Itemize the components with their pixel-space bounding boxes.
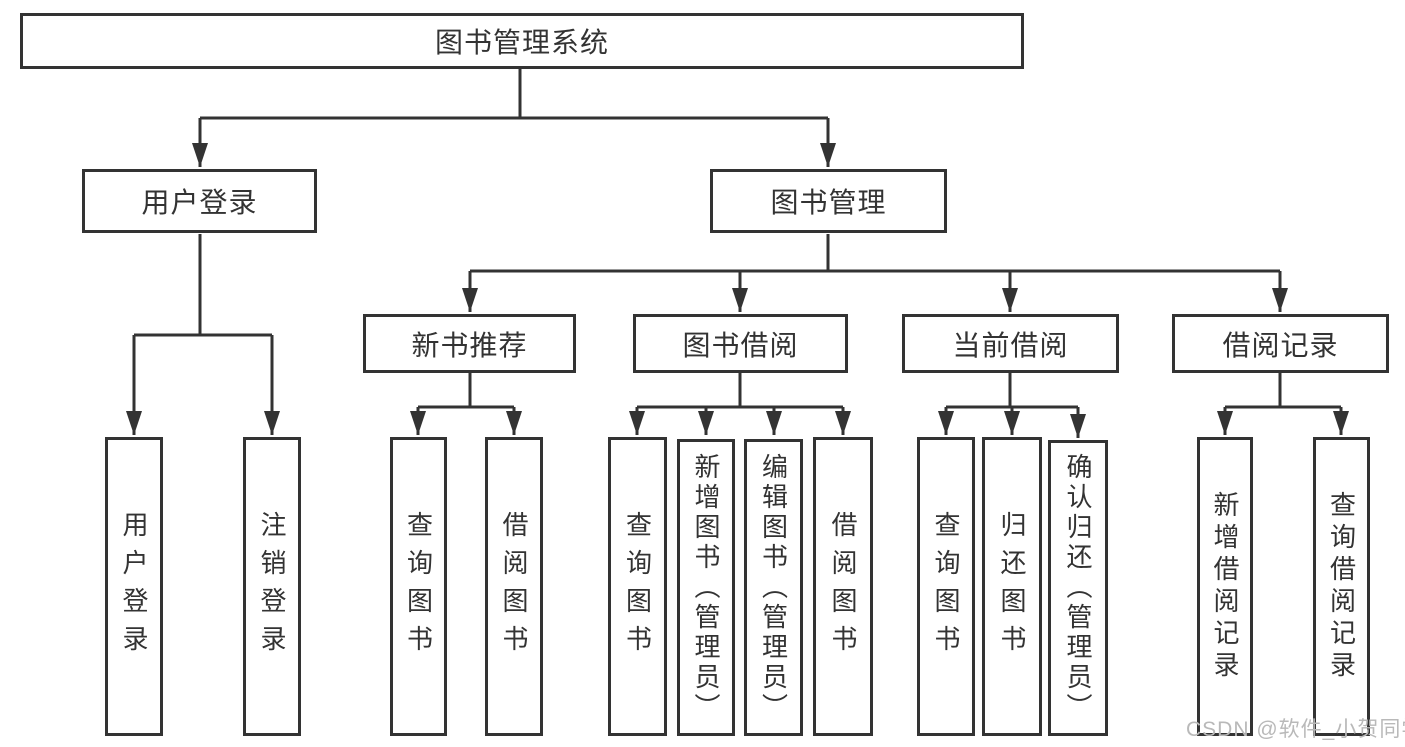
node-borrowing-records: 借阅记录 [1172,314,1389,373]
leaf-add-book-admin: 新增图书（管理员） [677,439,735,736]
leaf-label: 借阅图书 [828,510,858,663]
leaf-label: 查询借阅记录 [1326,490,1357,683]
leaf-label: 新增图书（管理员） [691,452,721,723]
leaf-label: 查询图书 [403,510,434,663]
leaf-return-books: 归还图书 [982,437,1042,736]
leaf-label: 归还图书 [997,510,1027,663]
leaf-query-books-borrow: 查询图书 [608,437,667,736]
connector-arrows [126,118,1349,438]
leaf-confirm-return-admin: 确认归还（管理员） [1048,440,1108,736]
leaf-label: 查询图书 [931,510,961,663]
leaf-label: 用户登录 [119,510,149,663]
node-label: 图书管理系统 [434,27,609,58]
node-current-borrowing: 当前借阅 [902,314,1119,373]
node-label: 当前借阅 [952,329,1069,361]
leaf-label: 确认归还（管理员） [1063,453,1093,723]
csdn-watermark: CSDN @软件_小贺同学 [1186,718,1405,741]
node-book-management-branch: 图书管理 [710,169,947,233]
leaf-label: 编辑图书（管理员） [758,452,789,723]
node-label: 借阅记录 [1222,329,1339,361]
node-label: 用户登录 [141,187,258,218]
leaf-borrow-books: 借阅图书 [813,437,873,736]
leaf-query-borrow-record: 查询借阅记录 [1313,437,1370,736]
leaf-label: 借阅图书 [499,510,529,663]
node-label: 图书管理 [770,187,887,218]
leaf-query-books-current: 查询图书 [917,437,975,736]
leaf-label: 新增借阅记录 [1210,490,1240,683]
leaf-query-books-recommend: 查询图书 [390,437,447,736]
leaf-user-login: 用户登录 [105,437,163,736]
leaf-logout: 注销登录 [243,437,301,736]
node-user-login-branch: 用户登录 [82,169,317,233]
leaf-borrow-books-recommend: 借阅图书 [485,437,543,736]
leaf-edit-book-admin: 编辑图书（管理员） [744,439,803,736]
node-label: 图书借阅 [682,329,799,361]
connector-rails [134,69,1341,409]
leaf-add-borrow-record: 新增借阅记录 [1197,437,1253,736]
leaf-label: 注销登录 [257,510,287,663]
leaf-label: 查询图书 [622,510,653,663]
node-library-management-system: 图书管理系统 [20,13,1024,69]
node-book-borrowing: 图书借阅 [633,314,848,373]
node-label: 新书推荐 [411,329,528,361]
node-new-book-recommend: 新书推荐 [363,314,576,373]
